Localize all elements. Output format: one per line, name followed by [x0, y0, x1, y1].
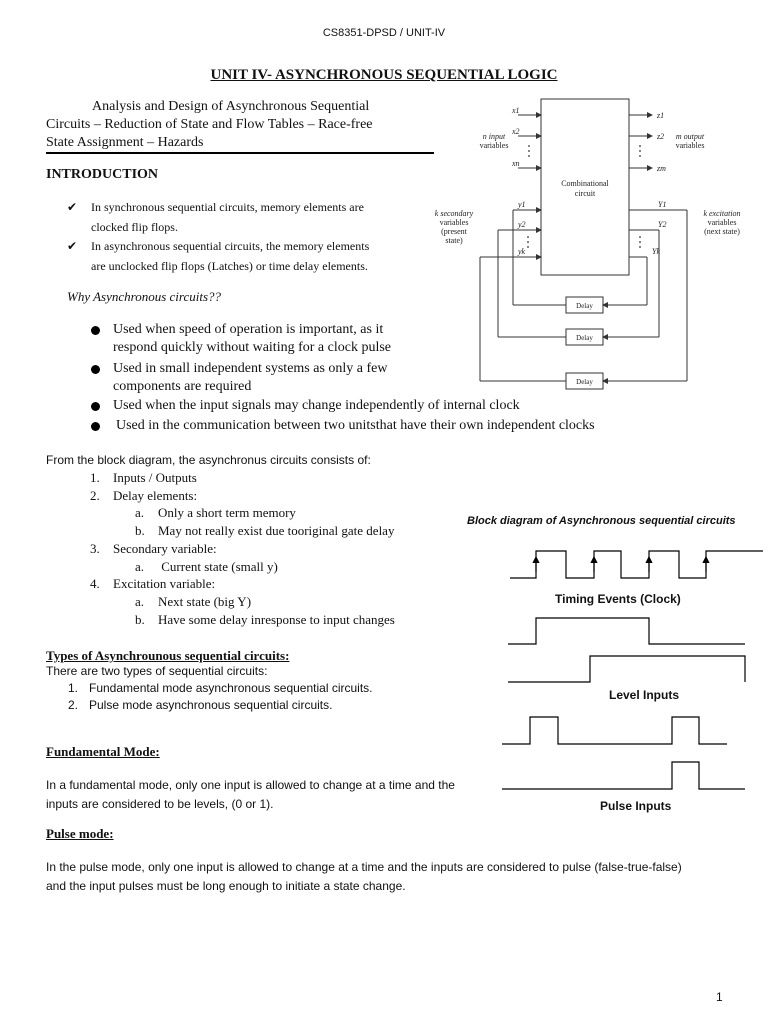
bullet-line: Used in small independent systems as onl… — [113, 361, 388, 376]
waveforms — [502, 550, 763, 790]
pulse-label: Pulse Inputs — [600, 799, 672, 813]
output-label: zm — [656, 164, 666, 173]
sub-list-item: a. Current state (small y) — [135, 558, 278, 574]
input-label: xn — [511, 159, 520, 168]
check-item-line: In synchronous sequential circuits, memo… — [91, 200, 364, 214]
page-number: 1 — [716, 990, 723, 1004]
page-header: CS8351-DPSD / UNIT-IV — [322, 27, 446, 39]
topics-line-1: Analysis and Design of Asynchronous Sequ… — [92, 99, 370, 114]
bullet-dot-icon — [91, 326, 100, 335]
fundamental-heading: Fundamental Mode: — [46, 744, 160, 759]
checkmark-icon: ✔ — [67, 200, 78, 214]
output-caption: variables — [676, 141, 705, 150]
check-item-line: In asynchronous sequential circuits, the… — [91, 239, 370, 253]
delay-label: Delay — [576, 378, 593, 386]
excitation-label: Y1 — [658, 200, 666, 209]
sub-list-item: a. Only a short term memory — [135, 505, 296, 521]
output-caption: m output — [676, 132, 705, 141]
secondary-caption: variables — [440, 218, 469, 227]
types-intro: There are two types of sequential circui… — [46, 664, 268, 678]
topics-line-2: Circuits – Reduction of State and Flow T… — [46, 117, 373, 132]
list-item: 1. Inputs / Outputs — [90, 470, 197, 485]
checkmark-icon: ✔ — [67, 239, 78, 253]
list-item: 4. Excitation variable: — [90, 576, 216, 592]
list-item: 2. Delay elements: — [90, 487, 198, 503]
input-caption: variables — [480, 141, 509, 150]
list-item: 3. Secondary variable: — [90, 540, 217, 556]
clock-waveform — [510, 550, 763, 579]
combinational-circuit-block — [540, 98, 630, 276]
secondary-caption: state) — [445, 236, 463, 245]
bullet-item: Used in small independent systems as onl… — [91, 360, 421, 396]
bullet-item: Used when the input signals may change i… — [91, 397, 651, 415]
paragraph-line: and the input pulses must be long enough… — [46, 879, 406, 893]
excitation-label: Yk — [652, 247, 660, 256]
sub-list-item: b. Have some delay inresponse to input c… — [135, 611, 395, 627]
excitation-caption: k excitation — [703, 209, 740, 218]
bullet-line: Used when the input signals may change i… — [113, 398, 520, 413]
page-title: UNIT IV- ASYNCHRONOUS SEQUENTIAL LOGIC — [210, 67, 558, 83]
delay-box — [565, 328, 604, 346]
delay-label: Delay — [576, 334, 593, 342]
check-item: ✔ In synchronous sequential circuits, me… — [67, 197, 427, 237]
paragraph-line: inputs are considered to be levels, (0 o… — [46, 797, 274, 811]
why-async-question: Why Asynchronous circuits?? — [67, 289, 222, 304]
bullet-line: respond quickly without waiting for a cl… — [113, 340, 391, 355]
types-heading: Types of Asynchrounous sequential circui… — [46, 648, 290, 663]
fundamental-text: In a fundamental mode, only one input is… — [46, 776, 486, 814]
delay-box — [565, 296, 604, 314]
sub-list-item: b. May not really exist due tooriginal g… — [135, 523, 395, 539]
bullet-item: Used when speed of operation is importan… — [91, 321, 421, 357]
block-label: Combinational — [561, 179, 609, 188]
list-item: 1. Fundamental mode asynchronous sequent… — [68, 681, 373, 695]
list-item: 2. Pulse mode asynchronous sequential ci… — [68, 698, 333, 712]
bullet-line: components are required — [113, 379, 252, 394]
block-intro: From the block diagram, the asynchronus … — [46, 453, 371, 467]
input-caption: n input — [483, 132, 506, 141]
level-waveform — [508, 655, 746, 683]
check-item-line: clocked flip flops. — [91, 220, 178, 234]
check-item: ✔ In asynchronous sequential circuits, t… — [67, 236, 427, 276]
input-label: x1 — [511, 106, 520, 115]
delay-box — [565, 372, 604, 390]
secondary-caption: k secondary — [435, 209, 474, 218]
bullet-dot-icon — [91, 402, 100, 411]
bullet-item: Used in the communication between two un… — [91, 417, 691, 435]
paragraph-line: In a fundamental mode, only one input is… — [46, 778, 455, 792]
bullet-line: Used when speed of operation is importan… — [113, 322, 384, 337]
secondary-caption: (present — [441, 227, 468, 236]
excitation-caption: (next state) — [704, 227, 740, 236]
level-waveform — [508, 617, 745, 645]
bullet-line: Used in the communication between two un… — [116, 418, 595, 433]
level-label: Level Inputs — [609, 688, 680, 702]
pulse-text: In the pulse mode, only one input is all… — [46, 858, 746, 896]
delay-label: Delay — [576, 302, 593, 310]
excitation-caption: variables — [708, 218, 737, 227]
introduction-heading: INTRODUCTION — [46, 167, 159, 182]
paragraph-line: In the pulse mode, only one input is all… — [46, 860, 682, 874]
block-list: 1. Inputs / Outputs 2. Delay elements: a… — [90, 469, 470, 628]
async-block-diagram: Combinational circuit n input variables … — [435, 98, 741, 390]
block-label: circuit — [575, 189, 596, 198]
diagram-caption: Block diagram of Asynchronous sequential… — [467, 515, 736, 527]
pulse-waveform — [502, 761, 745, 790]
secondary-label: yk — [517, 247, 526, 256]
bullet-dot-icon — [91, 422, 100, 431]
types-list: 1. Fundamental mode asynchronous sequent… — [68, 680, 468, 714]
pulse-heading: Pulse mode: — [46, 826, 114, 841]
output-label: z1 — [656, 111, 664, 120]
topics-divider — [46, 152, 434, 154]
output-label: z2 — [656, 132, 664, 141]
topics-line-3: State Assignment – Hazards — [46, 135, 204, 150]
secondary-label: y2 — [517, 220, 526, 229]
sub-list-item: a. Next state (big Y) — [135, 593, 252, 609]
check-item-line: are unclocked flip flops (Latches) or ti… — [91, 259, 368, 273]
pulse-waveform — [502, 716, 727, 745]
unit-topics: Analysis and Design of Asynchronous Sequ… — [46, 98, 436, 152]
input-label: x2 — [511, 127, 520, 136]
secondary-label: y1 — [517, 200, 526, 209]
clock-label: Timing Events (Clock) — [555, 592, 681, 606]
excitation-label: Y2 — [658, 220, 666, 229]
bullet-dot-icon — [91, 365, 100, 374]
